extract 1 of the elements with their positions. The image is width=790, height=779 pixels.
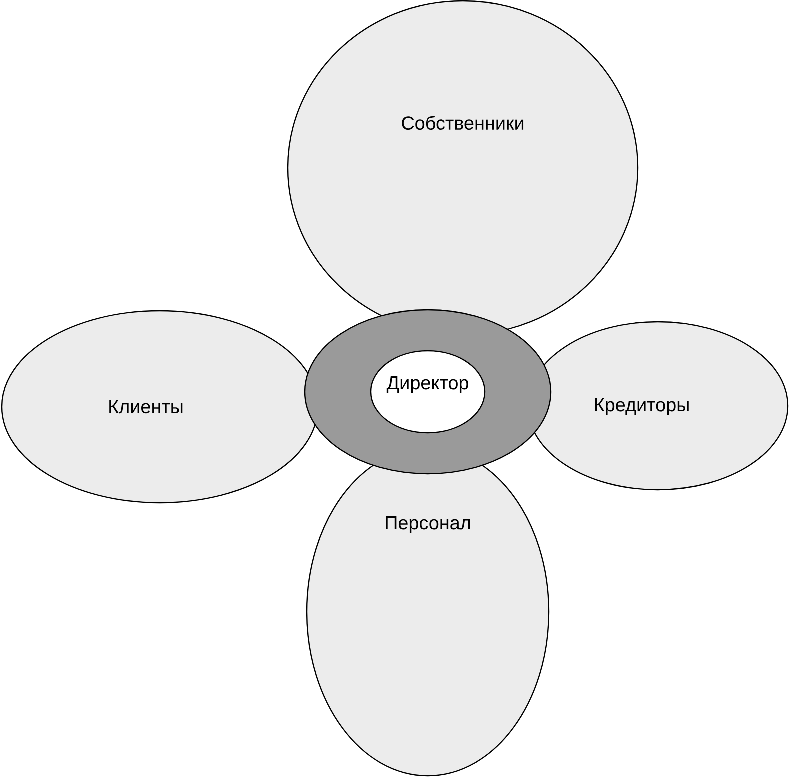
director-ring: Директор <box>304 309 552 475</box>
